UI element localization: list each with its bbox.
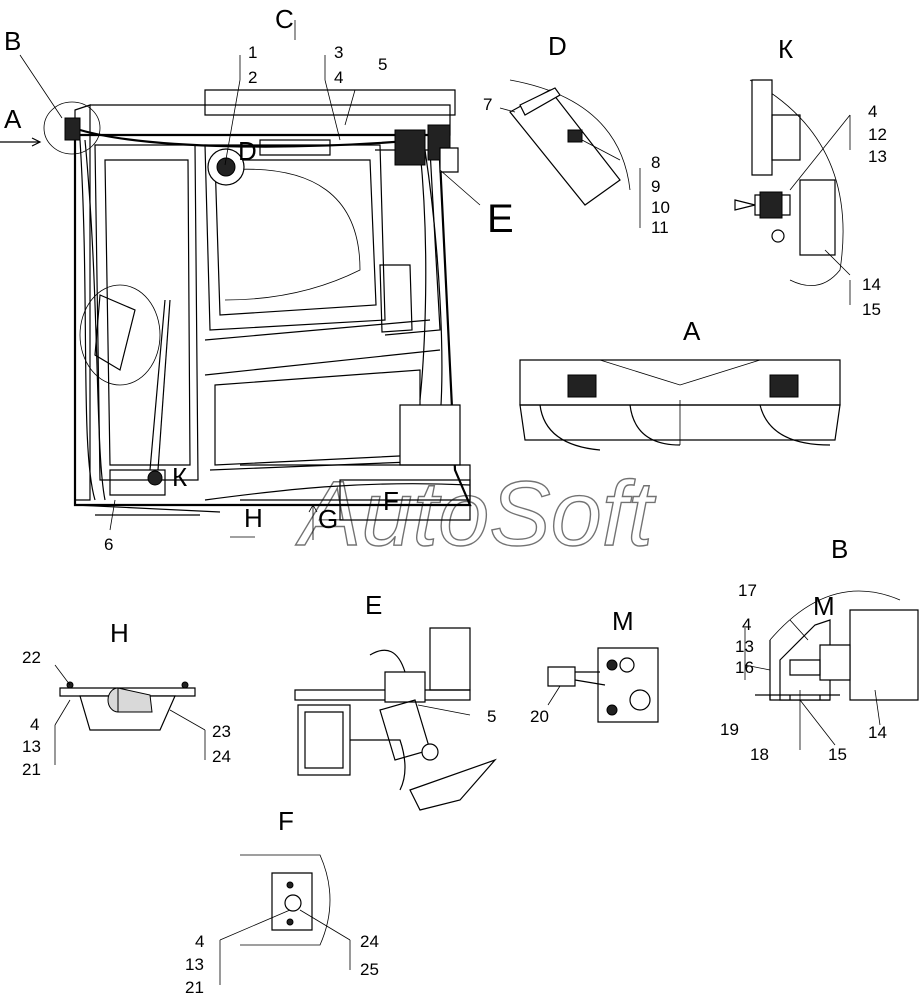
callout-b-18: 18: [750, 745, 769, 764]
callout-4: 4: [334, 68, 343, 87]
view-label-c: C: [275, 4, 294, 34]
callout-3: 3: [334, 43, 343, 62]
view-label-b-top: B: [4, 26, 21, 56]
callout-6: 6: [104, 535, 113, 554]
callout-2: 2: [248, 68, 257, 87]
callout-d-9: 9: [651, 177, 660, 196]
view-label-k: К: [778, 34, 793, 64]
callout-e-5: 5: [487, 707, 496, 726]
view-label-b: B: [831, 534, 848, 564]
callout-h-24: 24: [212, 747, 231, 766]
callout-h-22: 22: [22, 648, 41, 667]
callout-f-25: 25: [360, 960, 379, 979]
callout-b-17: 17: [738, 581, 757, 600]
callout-b-19: 19: [720, 720, 739, 739]
view-label-m: M: [612, 606, 634, 636]
callout-h-23: 23: [212, 722, 231, 741]
callout-h-13: 13: [22, 737, 41, 756]
callout-k-12: 12: [868, 125, 887, 144]
callout-b-4: 4: [742, 615, 751, 634]
callout-b-13: 13: [735, 637, 754, 656]
view-label-h: H: [110, 618, 129, 648]
view-label-d: D: [548, 31, 567, 61]
view-label-f: F: [278, 806, 294, 836]
callout-k-15: 15: [862, 300, 881, 319]
callout-h-21: 21: [22, 760, 41, 779]
view-e: [294, 627, 497, 811]
callout-d-8: 8: [651, 153, 660, 172]
callout-m-20: 20: [530, 707, 549, 726]
view-a: [519, 359, 841, 451]
callout-letter-h: H: [244, 503, 263, 533]
callout-5: 5: [378, 55, 387, 74]
callout-k-4: 4: [868, 102, 877, 121]
callout-letter-g: G: [318, 504, 338, 534]
callout-letter-d: D: [238, 136, 257, 166]
callout-k-14: 14: [862, 275, 881, 294]
view-label-e: E: [365, 590, 382, 620]
callout-k-13: 13: [868, 147, 887, 166]
callout-letter-f: F: [383, 486, 399, 516]
callout-1: 1: [248, 43, 257, 62]
view-d: [499, 79, 641, 228]
callout-b-14: 14: [868, 723, 887, 742]
callout-d-11: 11: [651, 218, 669, 237]
callout-b-15: 15: [828, 745, 847, 764]
callout-f-13: 13: [185, 955, 204, 974]
callout-f-21: 21: [185, 978, 204, 997]
watermark: AutoSoft: [295, 463, 656, 565]
callout-d-10: 10: [651, 198, 670, 217]
view-arrow-a: A: [4, 104, 22, 134]
view-b: [744, 590, 919, 750]
view-m: [547, 647, 659, 723]
callout-b-16: 16: [735, 658, 754, 677]
callout-f-24: 24: [360, 932, 379, 951]
view-h: [54, 664, 206, 765]
callout-letter-k: К: [172, 462, 187, 492]
callout-letter-e: E: [487, 197, 514, 241]
view-label-a: A: [683, 316, 701, 346]
callout-h-4: 4: [30, 715, 39, 734]
cab-main-view: [0, 20, 481, 540]
view-k: [734, 79, 851, 305]
callout-d-7: 7: [483, 95, 492, 114]
view-f: [219, 854, 351, 985]
callout-letter-m: M: [813, 591, 835, 621]
callout-f-4: 4: [195, 932, 204, 951]
